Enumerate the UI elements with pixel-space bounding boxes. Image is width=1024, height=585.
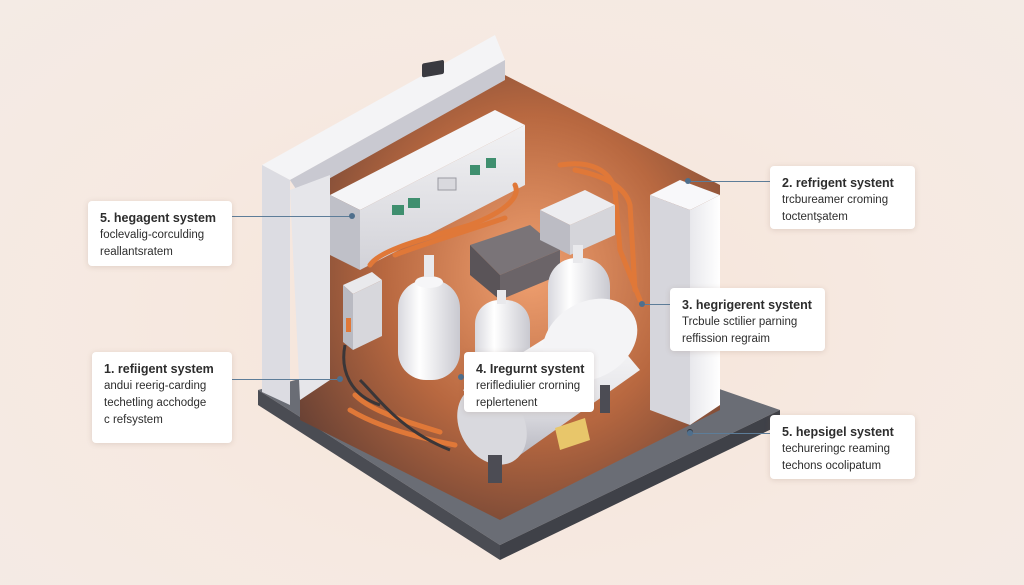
callout-center: 4. Iregurnt systent reriflediulier crorn… xyxy=(464,352,594,412)
callout-right-bottom: 5. hepsigel systent techureringc reaming… xyxy=(770,415,915,479)
callout-right-middle-line-1: Trcbule sctilier parning xyxy=(682,316,798,328)
upper-right-component xyxy=(540,190,615,255)
leader-line-left-bottom xyxy=(232,379,340,380)
coil-heat-exchanger xyxy=(470,225,560,300)
callout-left-top-title: 5. hegagent system xyxy=(100,211,217,225)
left-wall xyxy=(262,35,505,405)
callout-right-middle-title: 3. hegrigerent systent xyxy=(682,298,812,312)
leader-line-left-top xyxy=(232,216,352,217)
callout-left-bottom-title: 1. refiigent system xyxy=(104,362,214,376)
leader-dot-left-top xyxy=(349,213,355,219)
callout-left-bottom: 1. refiigent system andui reerig-carding… xyxy=(92,352,232,443)
control-panel xyxy=(330,60,525,270)
callout-right-top: 2. refrigent systent trcbureamer croming… xyxy=(770,166,915,229)
callout-center-line-2: replertenent xyxy=(476,397,538,409)
leader-dot-right-bottom xyxy=(687,430,693,436)
leader-line-right-bottom xyxy=(690,433,770,434)
callout-center-line-1: reriflediulier crorning xyxy=(476,380,581,392)
leader-dot-right-top xyxy=(685,178,691,184)
pipework xyxy=(347,161,643,448)
callout-left-bottom-line-2: techetling acchodge xyxy=(104,397,207,409)
callout-right-top-title: 2. refrigent systent xyxy=(782,176,894,190)
callout-left-bottom-line-1: andui reerig-carding xyxy=(104,380,207,392)
callout-right-bottom-line-1: techureringc reaming xyxy=(782,443,891,455)
callout-right-bottom-title: 5. hepsigel systent xyxy=(782,425,894,439)
callout-right-bottom-line-2: techons ocolipatum xyxy=(782,460,882,472)
callout-left-top: 5. hegagent system foclevalig-corculding… xyxy=(88,201,232,266)
leader-dot-right-middle xyxy=(639,301,645,307)
callout-center-title: 4. Iregurnt systent xyxy=(476,362,585,376)
callout-right-middle: 3. hegrigerent systent Trcbule sctilier … xyxy=(670,288,825,351)
leader-dot-left-bottom xyxy=(337,376,343,382)
dark-cables xyxy=(342,344,451,452)
electrical-box xyxy=(343,272,382,350)
callout-left-top-line-2: reallantsratem xyxy=(100,246,173,258)
callout-left-bottom-line-3: c refsystem xyxy=(104,414,163,426)
callout-left-top-line-1: foclevalig-corculding xyxy=(100,229,205,241)
leader-dot-center xyxy=(458,374,464,380)
callout-right-top-line-2: toctentşatem xyxy=(782,211,848,223)
tank-left xyxy=(398,255,460,380)
leader-line-right-top xyxy=(688,181,770,182)
leader-line-right-middle xyxy=(642,304,670,305)
callout-right-middle-line-2: reffission regraim xyxy=(682,333,770,345)
callout-right-top-line-1: trcbureamer croming xyxy=(782,194,889,206)
